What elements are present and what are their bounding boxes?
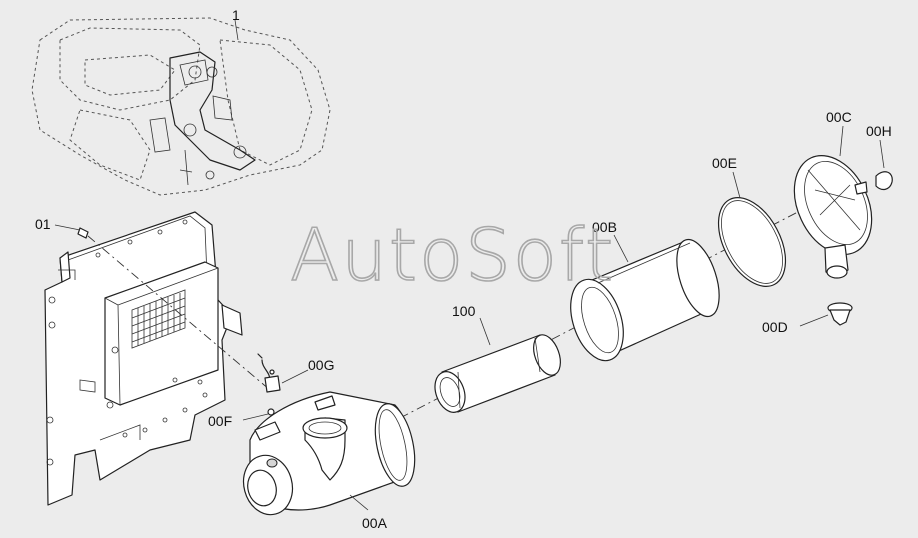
callout-00G: 00G	[308, 357, 334, 373]
outer-filter-00B	[570, 238, 720, 362]
mounting-panel	[44, 211, 243, 506]
cover-00C	[793, 155, 873, 279]
seal-00F	[267, 408, 275, 416]
bolt-01	[77, 227, 89, 239]
callout-00A: 00A	[362, 515, 388, 531]
callout-00H: 00H	[866, 123, 892, 139]
callout-00D: 00D	[762, 319, 788, 335]
callout-00C: 00C	[826, 109, 852, 125]
dust-valve-00D	[827, 302, 853, 326]
callout-1: 1	[232, 7, 240, 23]
valve-00H	[875, 171, 893, 191]
gasket-00E	[717, 197, 787, 287]
inner-filter-100	[434, 334, 561, 413]
sensor-00G	[257, 353, 281, 393]
machine-overview	[31, 17, 331, 196]
filter-housing-00A	[242, 391, 416, 516]
callout-01: 01	[35, 216, 51, 232]
vent-grille	[131, 289, 186, 349]
watermark: AutoSoft	[290, 213, 615, 297]
callout-100: 100	[452, 303, 476, 319]
callout-00F: 00F	[208, 413, 232, 429]
callout-00B: 00B	[592, 219, 617, 235]
callout-00E: 00E	[712, 155, 737, 171]
